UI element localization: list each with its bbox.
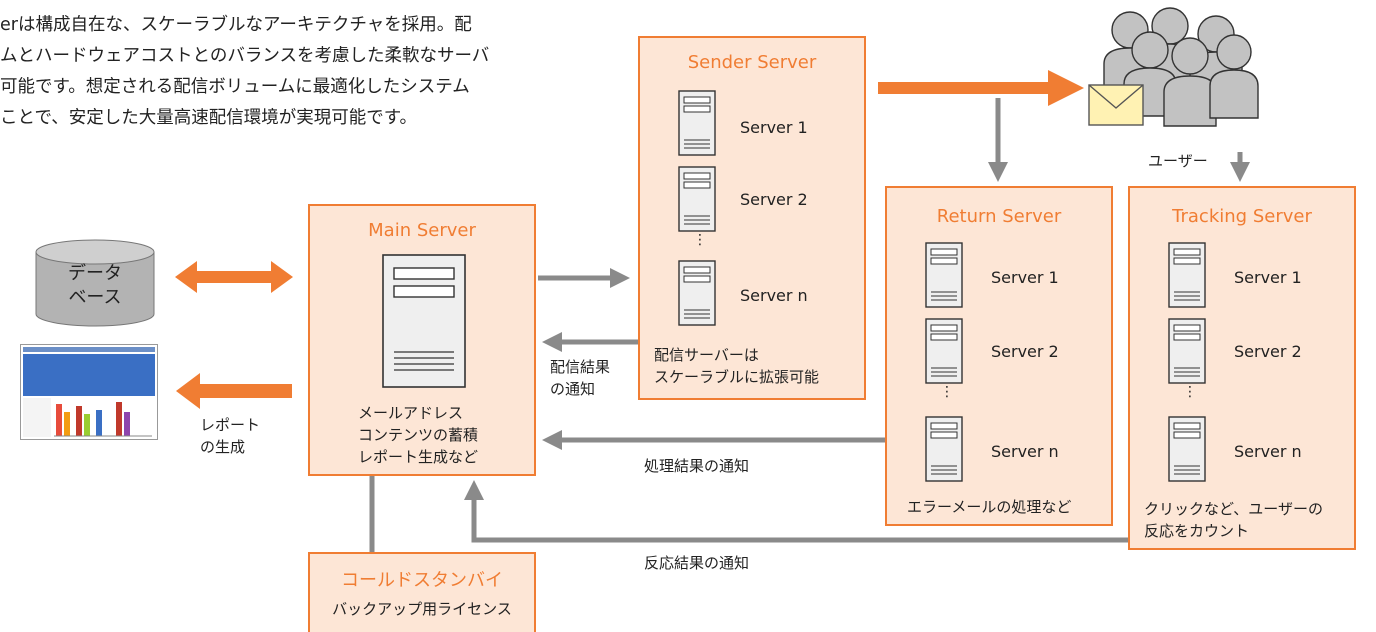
tracking-server-n-label: Server n xyxy=(1234,442,1302,461)
report-thumbnail xyxy=(20,344,158,440)
report-arrow xyxy=(176,373,292,409)
users: ユーザー xyxy=(1088,4,1268,170)
return-server-n-label: Server n xyxy=(991,442,1059,461)
server-icon xyxy=(925,318,963,384)
users-label: ユーザー xyxy=(1148,152,1208,170)
tracking-ellipsis: ⋮ xyxy=(1183,384,1197,400)
return-ellipsis: ⋮ xyxy=(940,384,954,400)
envelope-icon xyxy=(1088,84,1144,126)
response-result-label: 反応結果の通知 xyxy=(644,554,750,572)
return-server-title: Return Server xyxy=(936,206,1062,227)
sender-to-users-arrow xyxy=(878,70,1084,106)
tracking-server-box: Tracking Server Server 1 Server 2 ⋮ Serv… xyxy=(1128,186,1356,550)
tracking-server-1-label: Server 1 xyxy=(1234,268,1302,287)
database-icon xyxy=(35,239,155,327)
database-label: データ ベース xyxy=(68,263,122,308)
cold-standby-title: コールドスタンバイ xyxy=(341,570,503,591)
sender-server-1-label: Server 1 xyxy=(740,118,808,137)
sender-server-title: Sender Server xyxy=(687,52,817,73)
processing-result-label: 処理結果の通知 xyxy=(644,457,750,475)
server-icon xyxy=(678,260,716,326)
tracking-server-2-label: Server 2 xyxy=(1234,342,1302,361)
sender-server-2-label: Server 2 xyxy=(740,190,808,209)
server-icon xyxy=(925,242,963,308)
tracking-server-caption: クリックなど、ユーザーの 反応をカウント xyxy=(1144,500,1323,540)
server-icon xyxy=(678,90,716,156)
sender-ellipsis: ⋮ xyxy=(693,232,707,248)
cold-standby-caption: バックアップ用ライセンス xyxy=(332,600,512,618)
server-icon xyxy=(925,416,963,482)
server-icon xyxy=(1168,318,1206,384)
database-main-double-arrow xyxy=(175,261,293,293)
main-server-title: Main Server xyxy=(368,220,476,241)
server-icon xyxy=(382,254,466,388)
return-server-1-label: Server 1 xyxy=(991,268,1059,287)
return-server-2-label: Server 2 xyxy=(991,342,1059,361)
tracking-server-title: Tracking Server xyxy=(1172,206,1312,227)
server-icon xyxy=(1168,242,1206,308)
sender-server-box: Sender Server Server 1 Server 2 ⋮ Server… xyxy=(638,36,866,400)
response-result-arrow xyxy=(464,480,1128,543)
sender-server-caption: 配信サーバーは スケーラブルに拡張可能 xyxy=(654,346,820,386)
return-server-box: Return Server Server 1 Server 2 ⋮ Server… xyxy=(885,186,1113,526)
server-icon xyxy=(678,166,716,232)
main-server-box: Main Server メールアドレス コンテンツの蓄積 レポート生成など xyxy=(308,204,536,476)
users-icon xyxy=(1103,7,1259,127)
report-caption: レポート の生成 xyxy=(200,416,261,456)
main-server-caption: メールアドレス コンテンツの蓄積 レポート生成など xyxy=(358,404,479,466)
return-server-caption: エラーメールの処理など xyxy=(907,498,1072,516)
cold-standby-box: コールドスタンバイ バックアップ用ライセンス xyxy=(308,552,536,632)
sender-server-n-label: Server n xyxy=(740,286,808,305)
intro-paragraph: erは構成自在な、スケーラブルなアーキテクチャを採用。配 ムとハードウェアコスト… xyxy=(0,15,490,128)
delivery-result-label: 配信結果 の通知 xyxy=(550,358,611,398)
database: データ ベース xyxy=(34,238,156,328)
report-screenshot-icon xyxy=(20,344,158,440)
server-icon xyxy=(1168,416,1206,482)
